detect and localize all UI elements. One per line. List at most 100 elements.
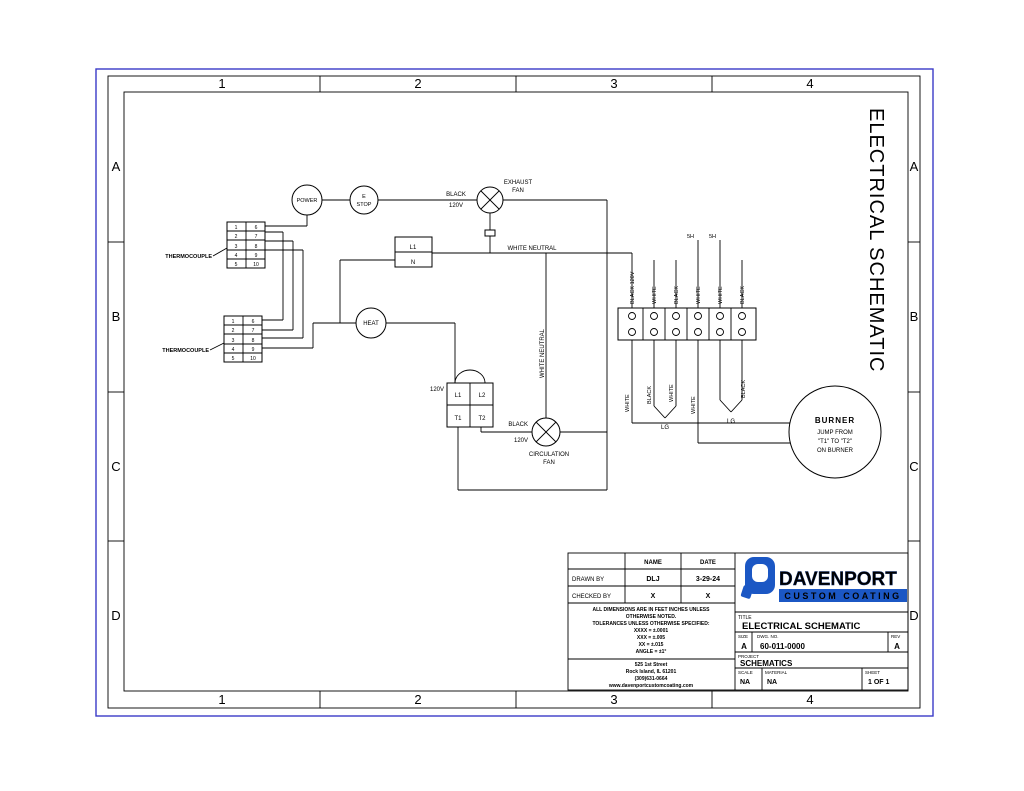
dwg-no-label: DWG. NO.: [757, 634, 779, 639]
zone-letter: B: [112, 309, 121, 324]
project-value: SCHEMATICS: [740, 659, 793, 668]
notes-line: ALL DIMENSIONS ARE IN FEET INCHES UNLESS: [593, 607, 711, 613]
pin-number: 8: [255, 244, 258, 250]
circulation-fan-label-line1: CIRCULATION: [529, 452, 569, 458]
outer-frame: [107, 75, 921, 709]
project-label: PROJECT: [738, 654, 759, 659]
zone-letter: D: [909, 608, 918, 623]
zone-letter: D: [111, 608, 120, 623]
col-header-name: NAME: [644, 560, 662, 566]
terminal-strip: BLACK 120V WHITE BLACK WHITE WHITE BLACK…: [617, 234, 757, 431]
contactor-t1: T1: [454, 416, 462, 422]
zone-letter: B: [910, 309, 919, 324]
dwg-no-value: 60-011-0000: [760, 642, 805, 651]
sheet-label: SHEET: [865, 670, 880, 675]
drawn-by-name: DLJ: [646, 576, 659, 583]
contactor-l1: L1: [455, 393, 462, 399]
thermocouple-label: THERMOCOUPLE: [162, 348, 209, 354]
notes-line: XXXX = ±.0001: [634, 628, 669, 634]
title-label: TITLE: [738, 615, 752, 621]
material-label: MATERIAL: [765, 670, 788, 675]
pin-number: 10: [253, 262, 259, 268]
contactor-block: 120V L1 L2 T1 T2: [430, 369, 494, 428]
pin-number: 10: [250, 356, 256, 362]
address-line: Rock Island, IL 61201: [626, 669, 677, 675]
circulation-fan-symbol: BLACK 120V CIRCULATION FAN: [508, 417, 569, 466]
pin-number: 7: [252, 328, 255, 334]
logo-mark-cutout: [752, 564, 768, 582]
estop-label-line1: E: [362, 194, 366, 200]
drawing-title: ELECTRICAL SCHEMATIC: [742, 621, 861, 632]
zone-number: 1: [218, 76, 225, 91]
pin-number: 5: [232, 356, 235, 362]
pin-number: 3: [232, 338, 235, 344]
material-value: NA: [767, 679, 777, 686]
pin-number: 3: [235, 244, 238, 250]
col-header-date: DATE: [700, 560, 716, 566]
wire-label: BLACK: [740, 286, 746, 304]
notes-line: TOLERANCES UNLESS OTHERWISE SPECIFIED:: [592, 621, 709, 627]
wire-color-label: BLACK: [446, 192, 466, 198]
logo-name: DAVENPORT: [779, 569, 897, 590]
relay-terminal-block: L1 N: [394, 236, 433, 268]
address-line: (309)631-0664: [635, 676, 668, 682]
heat-label: HEAT: [363, 321, 379, 327]
zone-letter: C: [909, 459, 918, 474]
contactor-l2: L2: [479, 393, 486, 399]
wire-label: BLACK: [741, 380, 747, 398]
pin-number: 5: [235, 262, 238, 268]
estop-symbol: E STOP: [349, 185, 379, 215]
pin-number: 2: [232, 328, 235, 334]
wires: [262, 199, 790, 491]
rev-value: A: [894, 642, 900, 651]
burner-note-line1: JUMP FROM: [817, 430, 853, 436]
wire-label: WHITE: [625, 394, 631, 412]
burner-note-line3: ON BURNER: [817, 448, 854, 454]
white-neutral-label-vertical: WHITE NEUTRAL: [540, 328, 546, 378]
drawn-by-date: 3-29-24: [696, 576, 720, 583]
drawing-frame: 1 2 3 4 1 2 3 4 A B C D A B C D: [95, 68, 934, 717]
sheet-value: 1 OF 1: [868, 679, 890, 686]
thermocouple-label: THERMOCOUPLE: [165, 254, 212, 260]
contactor-t2: T2: [478, 416, 486, 422]
coil-arc: [454, 369, 486, 384]
notes-line: XX = ±.015: [639, 642, 664, 648]
exhaust-fan-label-line1: EXHAUST: [504, 180, 533, 186]
checked-by-name: X: [651, 593, 656, 600]
pin-number: 6: [255, 225, 258, 231]
ground-wire-label: LG: [727, 419, 735, 425]
wire-label: WHITE: [696, 286, 702, 304]
notes-line: OTHERWISE NOTED.: [626, 614, 677, 620]
white-neutral-label-horizontal: WHITE NEUTRAL: [507, 246, 557, 252]
address-line: www.davenportcustomcoating.com: [608, 683, 694, 689]
power-label: POWER: [297, 198, 318, 204]
wire-label: WHITE: [691, 396, 697, 414]
pin-number: 7: [255, 234, 258, 240]
zone-number: 1: [218, 692, 225, 707]
power-indicator: POWER: [291, 184, 323, 216]
pin-number: 4: [232, 347, 235, 353]
relay-n-label: N: [411, 260, 415, 266]
address-line: 525 1st Street: [635, 662, 668, 668]
wire-label: BLACK 120V: [630, 271, 636, 304]
zone-number: 4: [806, 692, 813, 707]
fuse-label: 5H: [709, 234, 716, 240]
notes-line: XXX = ±.005: [637, 635, 665, 641]
scale-label: SCALE: [738, 670, 753, 675]
zone-letter: A: [910, 159, 919, 174]
zone-number: 3: [610, 692, 617, 707]
sheet-title-vertical: ELECTRICAL SCHEMATIC: [865, 108, 887, 372]
size-label: SIZE: [738, 634, 748, 639]
checked-by-label: CHECKED BY: [572, 594, 611, 600]
thermocouple-block-1: 1 2 3 4 5 6 7 8 9 10 THERMOCOUPLE: [165, 221, 266, 269]
burner-note-line2: "T1" TO "T2": [818, 439, 852, 445]
checked-by-date: X: [706, 593, 711, 600]
scale-value: NA: [740, 679, 750, 686]
pin-number: 6: [252, 319, 255, 325]
company-logo: DAVENPORT CUSTOM COATING: [740, 557, 907, 602]
pin-number: 1: [235, 225, 238, 231]
zone-number: 2: [414, 692, 421, 707]
zone-letter: C: [111, 459, 120, 474]
